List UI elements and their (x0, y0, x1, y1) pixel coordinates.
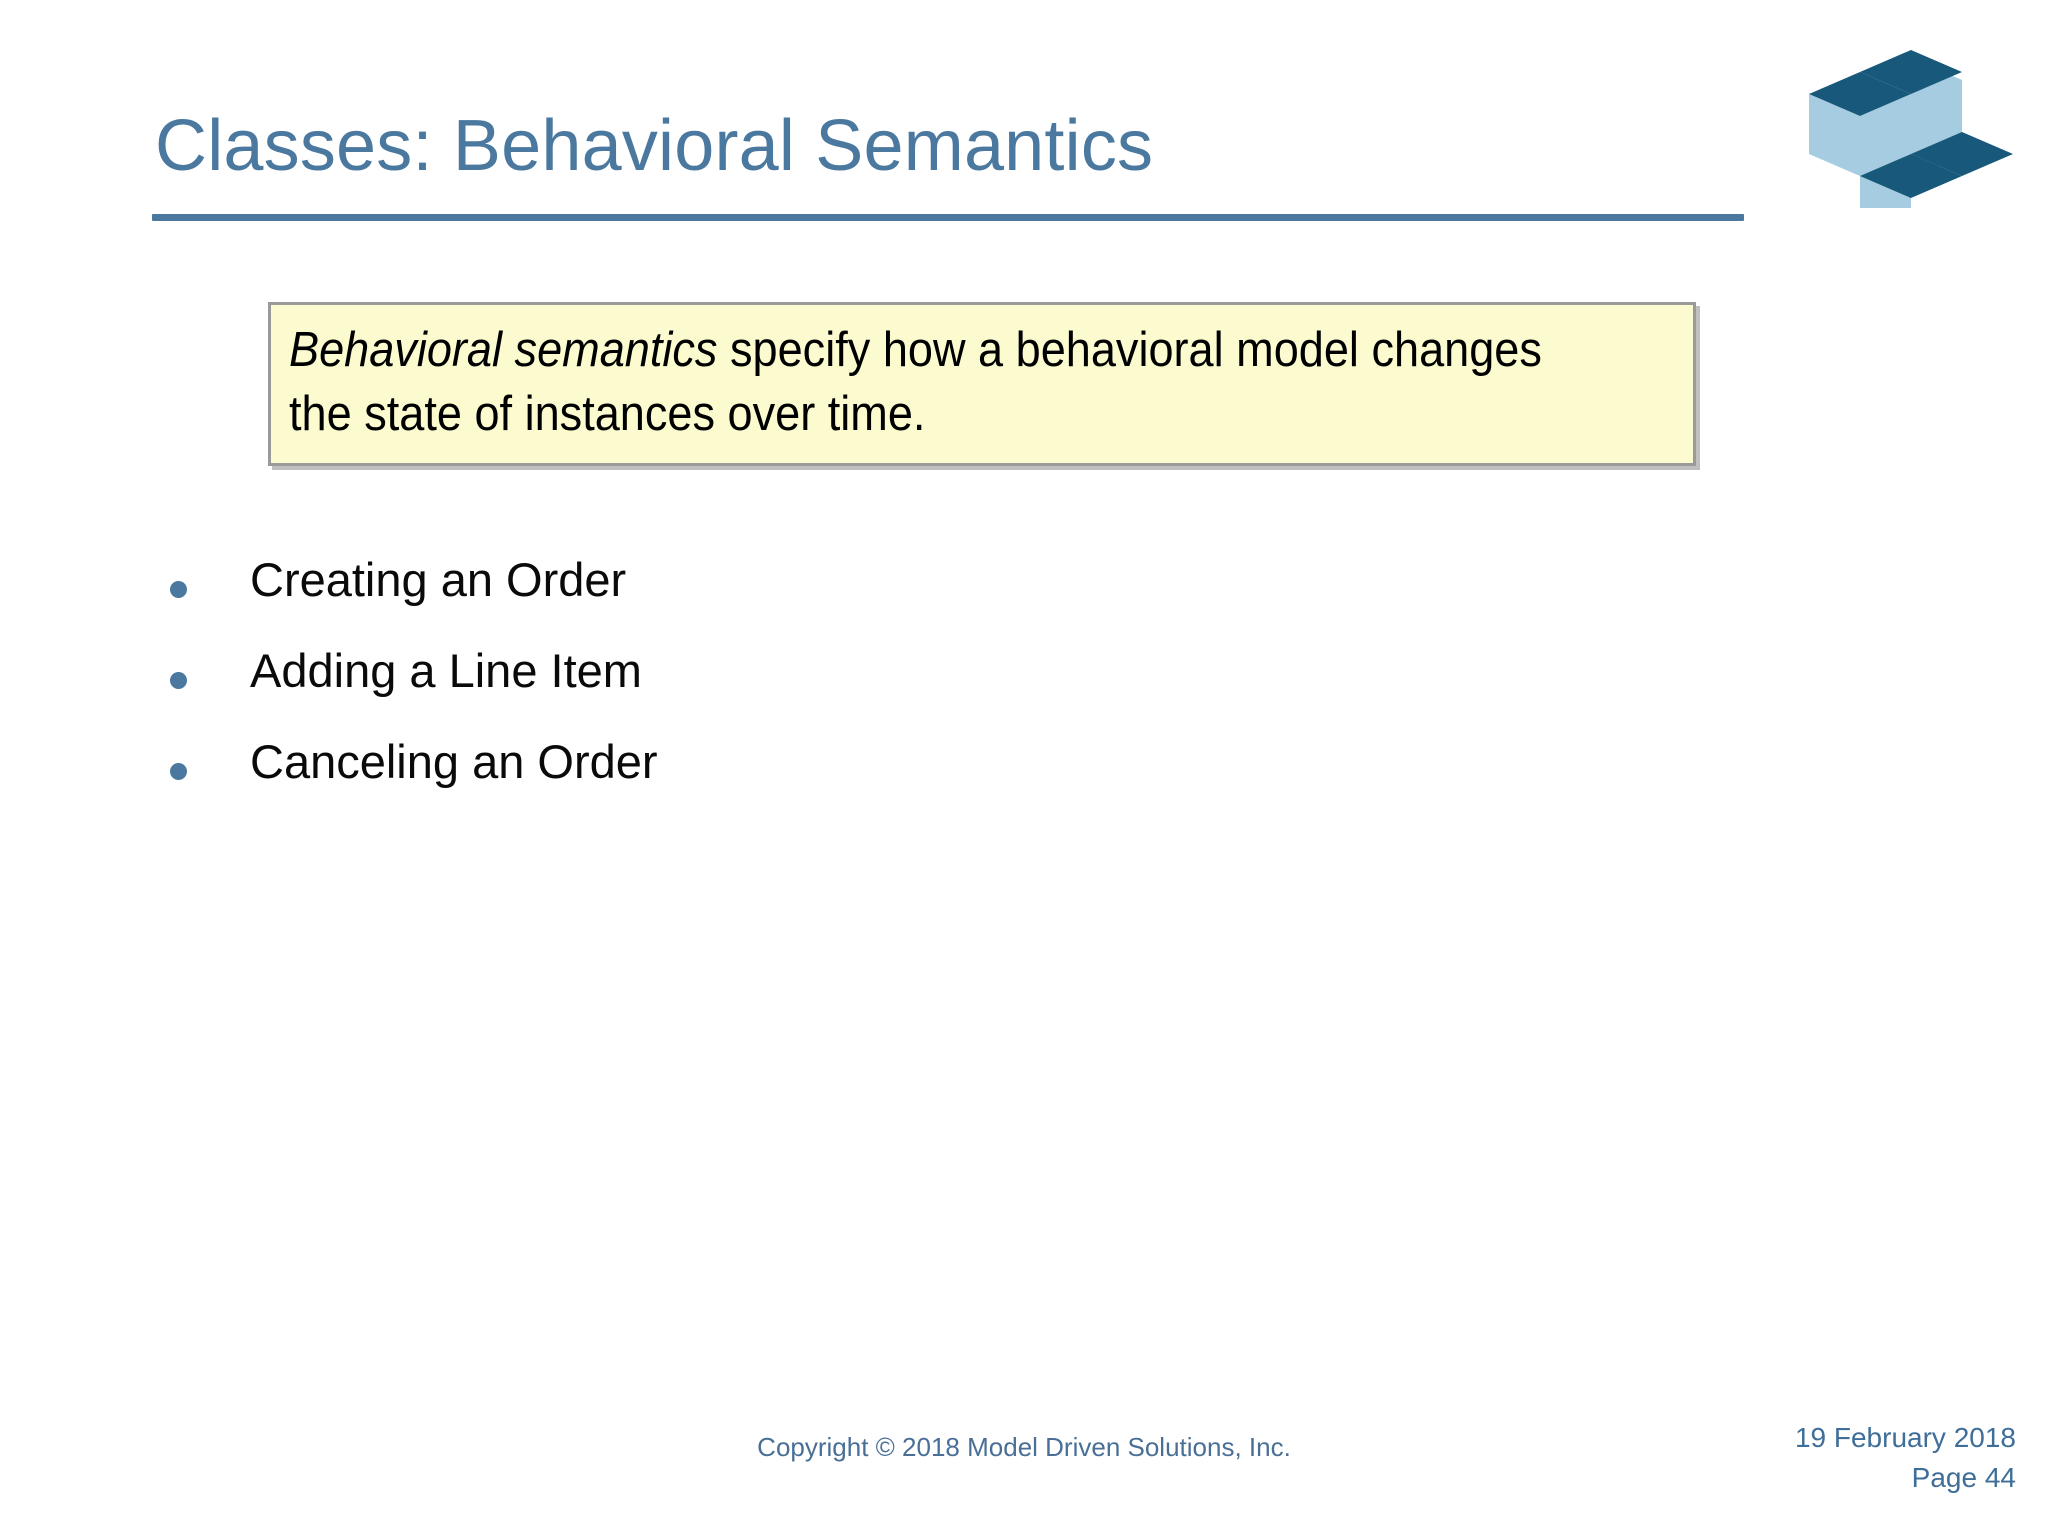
bullet-list: Creating an Order Adding a Line Item Can… (170, 556, 1570, 829)
callout-rest: specify how a behavioral model changes t… (289, 323, 1542, 441)
bullet-label: Adding a Line Item (250, 644, 642, 697)
bullet-dot-icon (170, 581, 187, 598)
bullet-dot-icon (170, 763, 187, 780)
bullet-dot-icon (170, 672, 187, 689)
bullet-label: Creating an Order (250, 553, 627, 606)
list-item: Creating an Order (170, 556, 1570, 647)
footer-page-number: Page 44 (1911, 1461, 2016, 1493)
footer-date: 19 February 2018 (1794, 1422, 2016, 1453)
title-underline-rule (152, 214, 1744, 221)
bullet-label: Canceling an Order (250, 735, 658, 788)
list-item: Canceling an Order (170, 738, 1570, 829)
list-item: Adding a Line Item (170, 647, 1570, 738)
footer-meta: 19 February 2018 Page 44 (1795, 1418, 2016, 1498)
callout-text: Behavioral semantics specify how a behav… (289, 319, 1571, 446)
callout-box: Behavioral semantics specify how a behav… (268, 302, 1696, 466)
footer-copyright: Copyright © 2018 Model Driven Solutions,… (757, 1432, 1291, 1462)
callout-emphasis: Behavioral semantics (289, 323, 718, 377)
page-title: Classes: Behavioral Semantics (155, 106, 1154, 186)
model-driven-solutions-logo-icon (1778, 36, 2014, 212)
